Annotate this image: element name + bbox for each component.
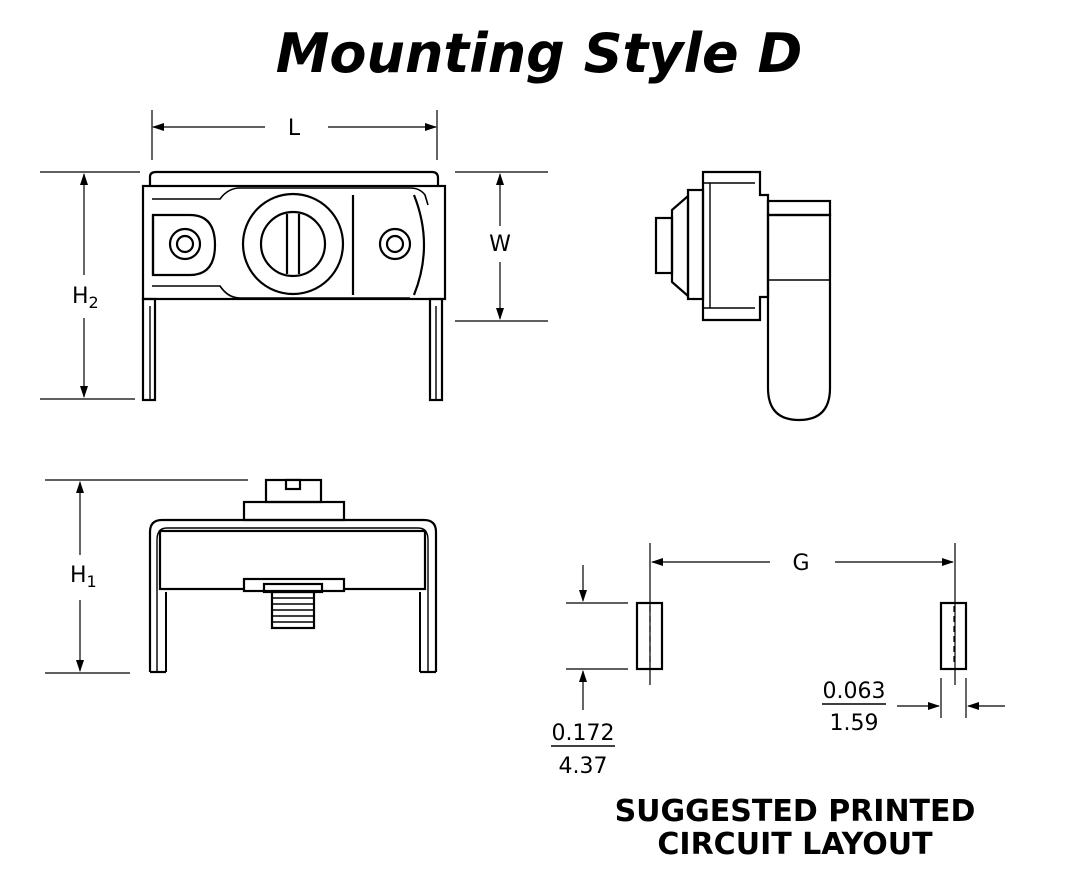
pad-length-inch: 0.172 [552,721,615,746]
mounting-hole-right-inner [385,234,405,254]
dim-label-h1: H1 [70,563,97,591]
top-view [40,110,548,402]
adjust-screw-outer [241,192,345,296]
mounting-hole-left [168,227,202,261]
side-body [701,170,770,322]
caption-line-2: CIRCUIT LAYOUT [657,827,933,862]
mounting-hole-right [378,227,412,261]
terminal-lead [766,213,832,422]
bracket-outer [148,518,438,672]
pad-length-mm: 4.37 [559,754,608,779]
pad-width-inch: 0.063 [823,679,886,704]
pcb-pad-left [635,601,664,671]
pcb-layout-caption: SUGGESTED PRINTED CIRCUIT LAYOUT [595,795,995,861]
pin-left [141,297,157,402]
front-view [45,478,438,674]
pad-width-mm: 1.59 [830,711,879,736]
knob-collar [670,193,690,299]
dim-label-w: W [489,232,511,257]
right-edge-curve [412,194,426,296]
pcb-layout-view [551,543,1005,747]
page-title: Mounting Style D [275,22,803,85]
adjust-screw-head [259,210,327,278]
left-terminal [151,213,217,277]
pcb-pad-right [939,601,968,671]
dim-label-l: L [288,116,301,141]
body-outline [141,184,447,301]
screw-washer [242,500,346,522]
knob-cap [654,216,674,275]
side-view [654,170,832,422]
dim-label-g: G [792,551,809,576]
mounting-hole-left-inner [175,234,195,254]
caption-line-1: SUGGESTED PRINTED [614,794,976,829]
terminal-tab [766,199,832,217]
body-top-edge [148,170,440,186]
knob-flange [686,188,705,301]
dim-label-h2: H2 [72,284,99,312]
